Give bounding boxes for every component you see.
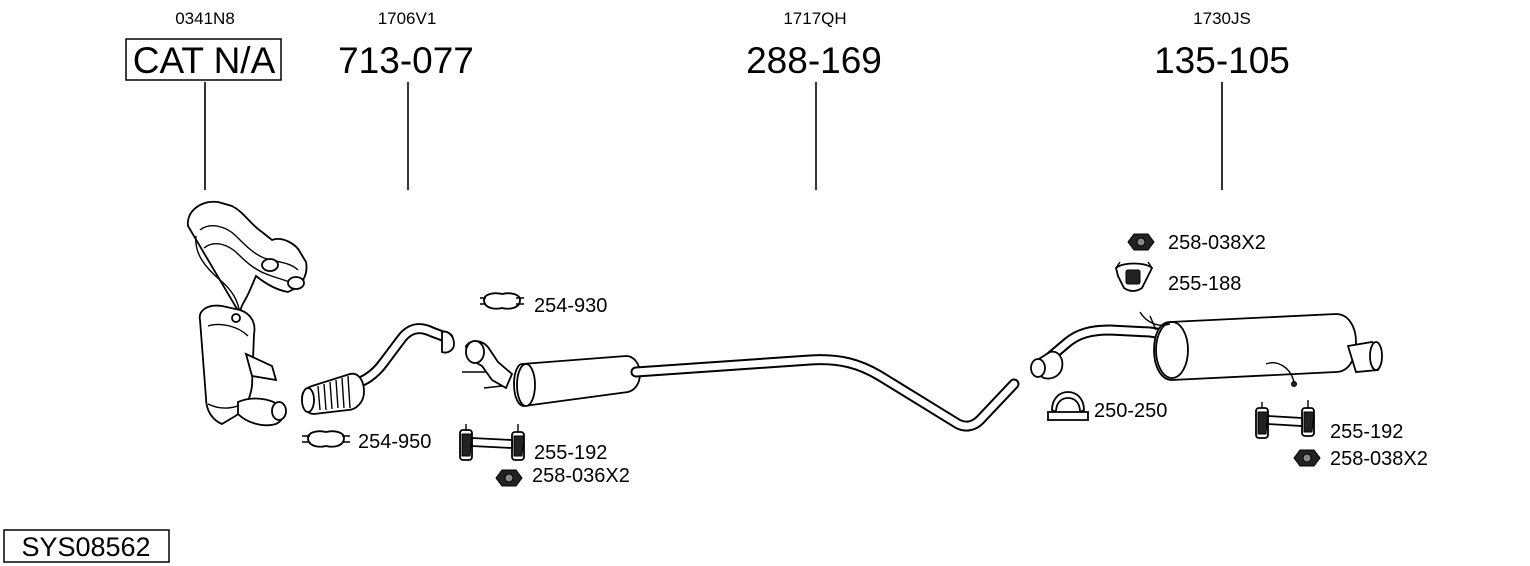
rubber-mount-icon — [1255, 400, 1315, 439]
nut-icon — [1127, 233, 1155, 251]
accessory-label: 250-250 — [1094, 400, 1167, 422]
u-clamp-icon — [1047, 391, 1089, 421]
part-number-label: CAT N/A — [133, 40, 276, 81]
system-id-label: SYS08562 — [21, 532, 150, 562]
catalytic-converter-drawing — [187, 200, 308, 427]
accessory-label: 258-038X2 — [1168, 232, 1266, 254]
part-number-label: 713-077 — [338, 40, 474, 81]
part-number-label: 288-169 — [746, 40, 882, 81]
accessory-label: 254-950 — [358, 431, 431, 453]
accessory-label: 258-036X2 — [532, 465, 630, 487]
accessory-label: 255-192 — [1330, 421, 1403, 443]
part-code-label: 1717QH — [783, 9, 846, 28]
part-callout-middle-silencer: 1717QH 288-169 — [746, 9, 882, 190]
rear-silencer-drawing — [1030, 311, 1383, 387]
part-code-label: 1706V1 — [378, 9, 437, 28]
nut-icon — [495, 469, 523, 487]
part-callout-front-pipe: 1706V1 713-077 — [338, 9, 474, 190]
accessory-label: 255-192 — [534, 442, 607, 464]
front-pipe-drawing — [301, 323, 455, 415]
accessory-label: 258-038X2 — [1330, 448, 1428, 470]
accessory-label: 255-188 — [1168, 273, 1241, 295]
part-number-label: 135-105 — [1154, 40, 1290, 81]
part-number-box — [125, 38, 282, 81]
nut-icon — [1293, 449, 1321, 467]
part-code-label: 0341N8 — [175, 9, 235, 28]
part-callout-catalyst: 0341N8 CAT N/A — [125, 9, 282, 190]
part-callout-rear-silencer: 1730JS 135-105 — [1154, 9, 1290, 190]
rubber-mount-icon — [459, 424, 525, 461]
middle-silencer-drawing — [462, 340, 1020, 432]
bracket-icon — [1115, 261, 1154, 292]
system-id-frame — [3, 529, 170, 563]
system-id-box: SYS08562 — [3, 529, 170, 563]
accessory-label: 254-930 — [534, 295, 607, 317]
part-code-label: 1730JS — [1193, 9, 1251, 28]
clamp-icon — [480, 292, 524, 310]
clamp-icon — [302, 430, 350, 448]
